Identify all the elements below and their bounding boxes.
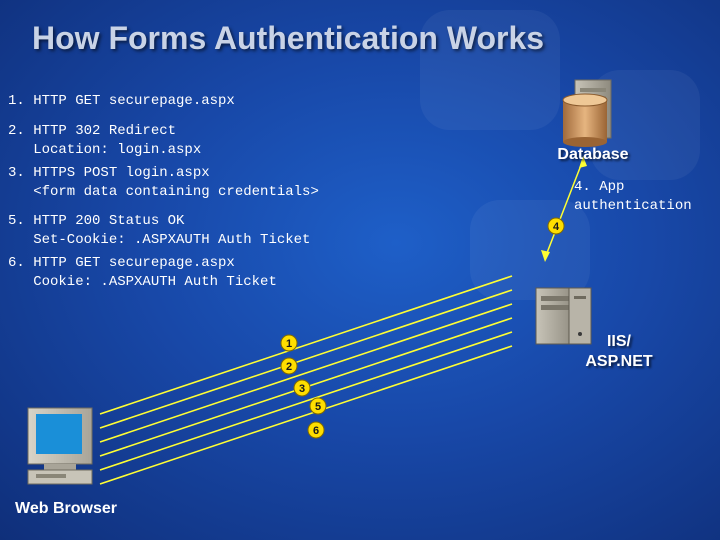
arrow-step-6	[99, 331, 513, 471]
badge-3: 3	[293, 379, 311, 397]
step-1-line: 1. HTTP GET securepage.aspx	[8, 93, 235, 109]
step-3-line: 3. HTTPS POST login.aspx	[8, 165, 210, 181]
step-2-detail: Location: login.aspx	[8, 142, 202, 158]
arrow-step-3	[99, 303, 513, 443]
svg-text:5: 5	[315, 401, 321, 413]
arrow-return	[99, 345, 513, 485]
http-arrows	[99, 275, 513, 485]
badge-2: 2	[280, 357, 298, 375]
badge-4: 4	[547, 217, 565, 235]
badge-1: 1	[280, 334, 298, 352]
slide-title: How Forms Authentication Works	[32, 20, 545, 56]
web-server-icon	[535, 287, 592, 345]
server-label-line1: IIS/	[606, 333, 631, 350]
svg-text:1: 1	[286, 338, 292, 350]
svg-text:6: 6	[313, 425, 319, 437]
database-label: Database	[557, 146, 629, 163]
step-3-detail: <form data containing credentials>	[8, 184, 319, 200]
step-5-detail: Set-Cookie: .ASPXAUTH Auth Ticket	[8, 232, 311, 248]
background-shape	[420, 10, 560, 130]
web-browser-label: Web Browser	[15, 500, 117, 517]
arrow-step-1	[99, 275, 513, 415]
svg-text:2: 2	[286, 361, 292, 373]
app-authentication-connector	[541, 156, 587, 262]
web-browser-computer-icon	[27, 407, 93, 485]
svg-text:3: 3	[299, 383, 305, 395]
database-server-icon	[562, 79, 612, 147]
server-label-line2: ASP.NET	[585, 353, 653, 370]
badge-5: 5	[309, 397, 327, 415]
arrow-step-2	[99, 289, 513, 429]
app-authentication-note-line2: authentication	[574, 198, 692, 214]
badge-6: 6	[307, 421, 325, 439]
step-6-line: 6. HTTP GET securepage.aspx	[8, 255, 235, 271]
step-5-line: 5. HTTP 200 Status OK	[8, 213, 185, 229]
app-authentication-note-line1: 4. App	[574, 179, 625, 195]
step-2-line: 2. HTTP 302 Redirect	[8, 123, 177, 139]
svg-text:4: 4	[553, 221, 560, 233]
step-6-detail: Cookie: .ASPXAUTH Auth Ticket	[8, 274, 277, 290]
